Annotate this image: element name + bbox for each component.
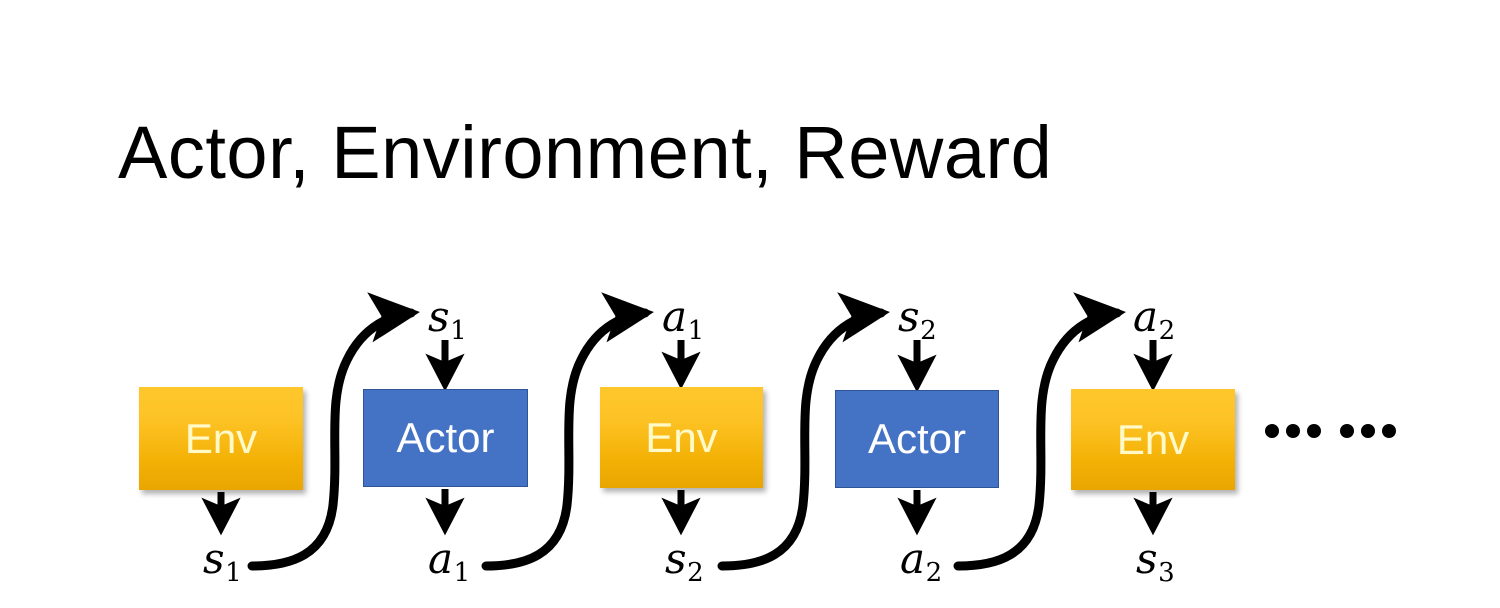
state-label-s2-bottom: s2 <box>665 538 704 586</box>
subscript: 1 <box>225 557 242 588</box>
state-label-s1-top: s1 <box>428 296 467 344</box>
ellipsis-dot <box>1361 424 1375 438</box>
ellipsis-dot <box>1307 424 1321 438</box>
ellipsis-dot <box>1265 424 1279 438</box>
subscript: 1 <box>450 315 467 346</box>
node-env-3[interactable]: Env <box>1071 389 1235 490</box>
action-label-a1-top: a1 <box>662 296 704 344</box>
subscript: 2 <box>687 557 704 588</box>
subscript: 2 <box>920 315 937 346</box>
subscript: 1 <box>453 557 471 588</box>
state-label-s1-bottom: s1 <box>203 538 242 586</box>
node-env-2[interactable]: Env <box>600 387 763 488</box>
action-label-a2-bottom: a2 <box>900 538 942 586</box>
subscript: 2 <box>925 557 943 588</box>
node-label: Env <box>1116 415 1190 463</box>
state-label-s3-bottom: s3 <box>1136 538 1175 586</box>
subscript: 2 <box>1158 315 1176 346</box>
symbol: s <box>428 292 450 341</box>
symbol: a <box>900 534 926 583</box>
symbol: a <box>1133 292 1159 341</box>
subscript: 3 <box>1158 557 1175 588</box>
node-actor-1[interactable]: Actor <box>363 389 528 487</box>
symbol: a <box>428 534 454 583</box>
ellipsis-continuation-icon <box>1265 424 1396 438</box>
node-env-1[interactable]: Env <box>139 387 303 490</box>
ellipsis-dot <box>1286 424 1300 438</box>
symbol: s <box>665 534 687 583</box>
symbol: s <box>1136 534 1158 583</box>
ellipsis-dot <box>1382 424 1396 438</box>
node-actor-2[interactable]: Actor <box>835 390 999 488</box>
page-title: Actor, Environment, Reward <box>118 111 1053 194</box>
node-label: Actor <box>867 415 967 462</box>
symbol: s <box>203 534 225 583</box>
action-label-a2-top: a2 <box>1133 296 1175 344</box>
ellipsis-dot <box>1340 424 1354 438</box>
ellipsis-gap <box>1328 431 1333 432</box>
node-label: Actor <box>396 414 495 461</box>
node-label: Env <box>645 413 718 461</box>
state-label-s2-top: s2 <box>898 296 937 344</box>
action-label-a1-bottom: a1 <box>428 538 470 586</box>
node-label: Env <box>184 414 258 462</box>
symbol: a <box>662 292 688 341</box>
symbol: s <box>898 292 920 341</box>
subscript: 1 <box>687 315 705 346</box>
